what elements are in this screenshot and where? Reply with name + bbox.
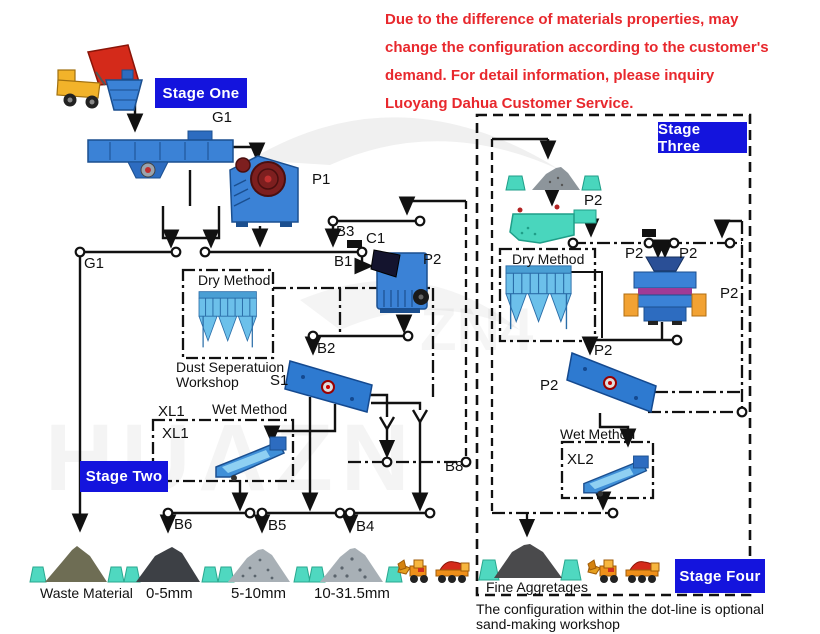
label-xl1-outer: XL1 (158, 403, 185, 420)
vibrating-feeder-icon (87, 130, 234, 179)
label-b6: B6 (174, 516, 193, 533)
label-c1: C1 (366, 230, 386, 247)
impact-crusher-icon (370, 249, 429, 313)
label-g1-left: G1 (84, 255, 105, 272)
caption-line-2: sand-making workshop (476, 616, 620, 632)
stage-four-box: Stage Four (675, 559, 765, 593)
notice-line-4: Luoyang Dahua Customer Service. (385, 95, 634, 112)
label-p2-crusher: P2 (423, 251, 442, 268)
dry-method-left-box (181, 268, 275, 360)
notice-line-2: change the configuration according to th… (385, 39, 769, 56)
label-5-10mm: 5-10mm (231, 585, 287, 602)
label-b1: B1 (334, 253, 353, 270)
notice-line-1: Due to the difference of materials prope… (385, 11, 739, 28)
loader-truck-left (397, 559, 428, 583)
label-10-31-5mm: 10-31.5mm (314, 585, 390, 602)
optional-workshop-boundary (475, 113, 752, 597)
flow-lines (71, 104, 742, 534)
label-fine-aggregates: Fine Aggretages (486, 579, 588, 595)
label-b8: B8 (445, 458, 464, 475)
jaw-crusher-icon (229, 155, 299, 227)
loader-right (587, 559, 618, 583)
label-dry-method-right: Dry Method (512, 251, 585, 267)
dashed-lines (378, 139, 494, 513)
label-dust-workshop-2: Workshop (176, 374, 239, 390)
label-b5: B5 (268, 517, 287, 534)
feed-hopper-icon (105, 69, 143, 111)
label-p2-screen: P2 (540, 377, 559, 394)
label-p2-right-edge: P2 (720, 285, 739, 302)
iron-remover-stage3 (642, 229, 656, 237)
pile-5-10mm (228, 549, 290, 582)
iron-remover-c1 (347, 240, 362, 248)
watermark: HUAZN ZN4 (45, 117, 560, 511)
label-xl1-inner: XL1 (162, 425, 189, 442)
label-b4: B4 (356, 518, 375, 535)
label-waste-material: Waste Material (40, 585, 133, 601)
mini-truck-left (435, 561, 470, 583)
label-p1: P1 (312, 171, 331, 188)
dry-method-right-box (498, 247, 597, 343)
pile-0-5mm (136, 547, 200, 582)
label-p2-vsi-b: P2 (679, 245, 698, 262)
label-dust-workshop-1: Dust Seperatuion (176, 359, 285, 375)
pile-10-31-5mm (320, 548, 383, 582)
label-p2-feeder: P2 (584, 192, 603, 209)
stage-one-box: Stage One (155, 78, 247, 108)
label-wet-method-right: Wet Method (560, 426, 636, 442)
label-g1-top: G1 (212, 109, 233, 126)
label-p2-vsi-a: P2 (625, 245, 644, 262)
notice-text: Due to the difference of materials prope… (385, 6, 817, 118)
mini-truck-right (625, 561, 660, 583)
caption-line-1: The configuration within the dot-line is… (476, 601, 764, 617)
label-dry-method-left: Dry Method (198, 272, 271, 288)
vibrating-screen-s1-icon (284, 360, 373, 413)
screw-washer-xl2-icon (583, 455, 649, 497)
dust-collector-left-icon (198, 291, 257, 348)
stage3-stockpile-icon (505, 167, 602, 191)
stage3-feeder-icon (509, 204, 597, 244)
label-wet-method-left: Wet Method (212, 401, 288, 417)
connector-nodes (74, 215, 748, 519)
fine-aggregate-pile (494, 544, 562, 578)
vibrating-screen-p2-icon (566, 351, 657, 414)
dust-collector-right-icon (505, 265, 572, 330)
label-s1: S1 (270, 372, 289, 389)
label-0-5mm: 0-5mm (146, 585, 193, 602)
stage-three-box: Stage Three (658, 121, 747, 155)
vsi-crusher-icon (623, 256, 707, 325)
dump-truck-icon (56, 44, 140, 109)
stage-two-box: Stage Two (80, 461, 168, 492)
product-piles (29, 544, 582, 583)
wet-method-left-box (151, 418, 295, 483)
label-b3: B3 (336, 223, 355, 240)
waste-pile (45, 546, 107, 582)
svg-text:HUAZN: HUAZN (45, 405, 417, 511)
label-b2: B2 (317, 340, 336, 357)
screw-washer-xl1-icon (215, 436, 287, 481)
label-p2-screen-feed: P2 (594, 342, 613, 359)
label-xl2: XL2 (567, 451, 594, 468)
notice-line-3: demand. For detail information, please i… (385, 67, 715, 84)
